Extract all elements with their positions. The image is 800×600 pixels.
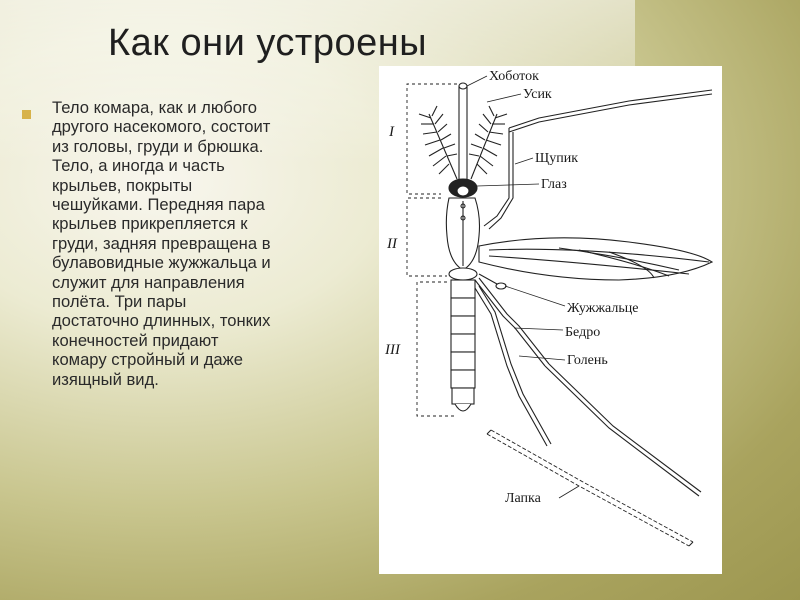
hind-leg <box>474 287 548 447</box>
label-haltere: Жужжальце <box>567 301 638 316</box>
bullet-marker <box>22 110 31 119</box>
label-tarsus: Лапка <box>505 491 542 506</box>
label-section-abdomen: III <box>384 342 401 358</box>
label-palp: Щупик <box>535 151 578 166</box>
left-antenna <box>418 105 458 180</box>
front-leg-upper <box>508 89 713 129</box>
label-femur: Бедро <box>565 325 600 340</box>
leader-lines <box>466 75 580 499</box>
label-proboscis: Хоботок <box>489 69 539 84</box>
middle-leg <box>474 279 546 367</box>
wing <box>478 237 714 281</box>
slide-title: Как они устроены <box>108 22 428 64</box>
section-brackets <box>406 83 457 417</box>
abdomen <box>450 279 476 412</box>
label-eye: Глаз <box>541 177 567 192</box>
mosquito-drawing: Хоботок Усик Щупик Глаз Жужжальце Бедро … <box>384 69 714 547</box>
haltere <box>495 282 507 290</box>
label-tibia: Голень <box>567 353 608 368</box>
right-antenna <box>468 105 508 180</box>
proboscis <box>458 85 468 182</box>
label-antenna: Усик <box>523 87 552 102</box>
label-section-thorax: II <box>386 236 398 252</box>
label-section-head: I <box>388 124 395 140</box>
mosquito-diagram: Хоботок Усик Щупик Глаз Жужжальце Бедро … <box>379 66 722 574</box>
slide-body-text: Тело комара, как и любого другого насеко… <box>52 98 271 389</box>
